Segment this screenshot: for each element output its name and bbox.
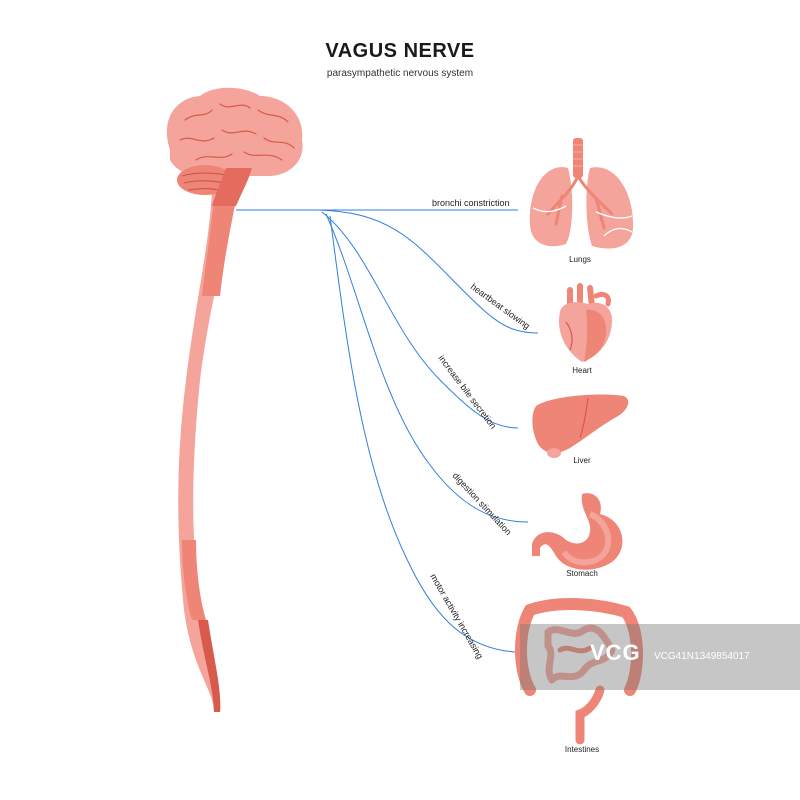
intestines-icon (515, 598, 643, 745)
organ-label-heart: Heart (572, 366, 592, 375)
branch-label-heart: heartbeat slowing (469, 282, 532, 332)
organ-label-lungs: Lungs (569, 255, 591, 264)
branch-line-liver (321, 211, 519, 429)
watermark-logo: VCG (590, 640, 641, 665)
nerve-branches (236, 209, 539, 653)
organ-label-liver: Liver (573, 456, 591, 465)
brain-icon (166, 87, 303, 206)
diagram-subtitle: parasympathetic nervous system (326, 68, 474, 79)
organ-label-intestines: Intestines (565, 745, 599, 754)
branch-label-stomach: digestion stimulation (451, 471, 514, 537)
stock-watermark: VCG VCG41N1349854017 (520, 624, 800, 690)
organ-label-stomach: Stomach (566, 569, 598, 578)
watermark-code: VCG41N1349854017 (654, 651, 750, 662)
branch-line-heart (317, 209, 539, 334)
branch-line-stomach (325, 213, 529, 523)
branch-label-bronchi: bronchi constriction (432, 198, 510, 208)
branch-label-intestines: motor activity increasing (428, 572, 485, 661)
diagram-title: VAGUS NERVE (325, 40, 475, 62)
lungs-icon (529, 138, 634, 249)
liver-icon (532, 394, 629, 458)
branch-line-intestines (329, 215, 516, 653)
nerve-trunk (178, 190, 236, 712)
stomach-icon (532, 493, 623, 570)
heart-icon (558, 283, 612, 362)
branch-label-liver: increase bile secretion (436, 353, 498, 431)
